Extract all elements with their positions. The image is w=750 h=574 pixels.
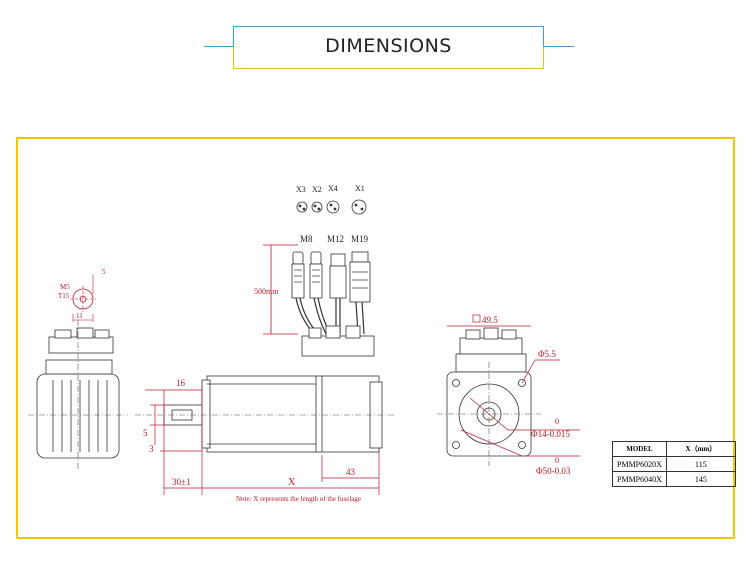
table-cell-x: 145	[665, 471, 736, 487]
flange-square: 49.5	[482, 315, 498, 325]
dim-43: 43	[346, 467, 356, 477]
title-left-tick	[204, 46, 234, 47]
table-header-x: X（mm）	[665, 441, 736, 457]
shaft-diameter: Φ14-0.015	[531, 429, 570, 439]
flange-hole: Φ5.5	[538, 349, 556, 359]
drawing-frame	[16, 137, 735, 539]
label-m19: M19	[351, 234, 369, 244]
label-x1: X1	[355, 184, 365, 193]
width-label: 11	[76, 312, 83, 320]
label-x2: X2	[312, 185, 322, 194]
cable-length-label: 500mm	[254, 287, 279, 296]
label-x3: X3	[296, 185, 306, 194]
label-m8: M8	[300, 234, 313, 244]
key-label: 5	[102, 268, 106, 276]
thread-label: M5	[60, 283, 70, 291]
dim-30: 30±1	[172, 477, 190, 487]
connector-pinouts	[296, 199, 367, 215]
label-m12: M12	[327, 234, 344, 244]
side-view	[163, 325, 383, 453]
table-cell-model: PMMP6040X	[612, 471, 667, 487]
title-right-tick	[544, 46, 574, 47]
fuselage-note: Note: X represents the length of the fus…	[236, 495, 361, 503]
model-table: MODEL X（mm） PMMP6020X 115 PMMP6040X 145	[612, 441, 736, 487]
dim-3: 3	[149, 444, 154, 454]
page-title: DIMENSIONS	[325, 35, 452, 57]
dim-16: 16	[176, 378, 186, 388]
shaft-end-detail	[70, 275, 96, 322]
label-x4: X4	[328, 184, 338, 193]
table-row: PMMP6020X 115	[612, 456, 736, 472]
shaft-tol-upper: 0	[555, 417, 559, 426]
title-box: DIMENSIONS	[233, 26, 544, 69]
table-cell-x: 115	[665, 456, 736, 472]
table-cell-model: PMMP6020X	[612, 456, 667, 472]
pilot-diameter: Φ50-0.03	[536, 466, 571, 476]
table-header-model: MODEL	[612, 441, 667, 457]
pilot-tol-upper: 0	[555, 456, 559, 465]
depth-label: T15	[58, 292, 70, 300]
table-row: PMMP6040X 145	[612, 471, 736, 487]
dim-5: 5	[143, 428, 148, 438]
rear-view	[36, 327, 120, 459]
dim-x: X	[288, 477, 296, 488]
